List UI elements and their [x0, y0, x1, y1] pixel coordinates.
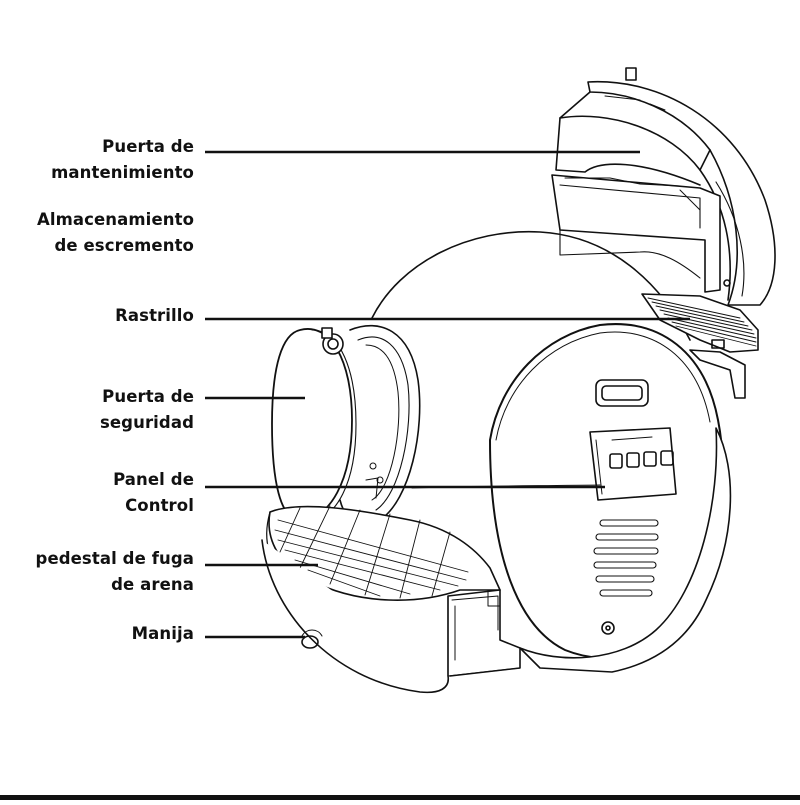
label-line: Rastrillo	[115, 306, 194, 325]
label-line: Puerta de	[102, 387, 194, 406]
label-line: seguridad	[99, 413, 194, 432]
label-control-panel: Panel de Control	[113, 467, 194, 519]
label-rake: Rastrillo	[115, 303, 194, 329]
waste-storage-part	[551, 174, 721, 293]
front-shell-part	[489, 323, 724, 659]
leader-lines	[205, 150, 690, 639]
bottom-divider	[0, 795, 800, 800]
label-line: pedestal de fuga	[35, 549, 194, 568]
label-line: Puerta de	[102, 137, 194, 156]
label-handle: Manija	[132, 621, 194, 647]
label-line: de arena	[111, 575, 194, 594]
label-line: Manija	[131, 624, 194, 643]
globe-body	[371, 230, 691, 341]
label-line: Control	[125, 496, 194, 515]
safety-door-part	[271, 327, 357, 523]
label-safety-door: Puerta de seguridad	[100, 384, 194, 436]
label-litter-pedal: pedestal de fuga de arena	[36, 546, 194, 598]
lower-body-part	[261, 539, 521, 694]
label-line: mantenimiento	[51, 163, 194, 182]
label-line: Panel de	[113, 470, 194, 489]
label-line: de escremento	[54, 236, 194, 255]
rake-part	[641, 293, 759, 399]
label-maintenance-door: Puerta de mantenimiento	[51, 134, 194, 186]
maintenance-door-part	[555, 67, 776, 306]
label-line: Almacenamiento	[36, 210, 194, 229]
label-waste-storage: Almacenamiento de escremento	[37, 207, 194, 259]
